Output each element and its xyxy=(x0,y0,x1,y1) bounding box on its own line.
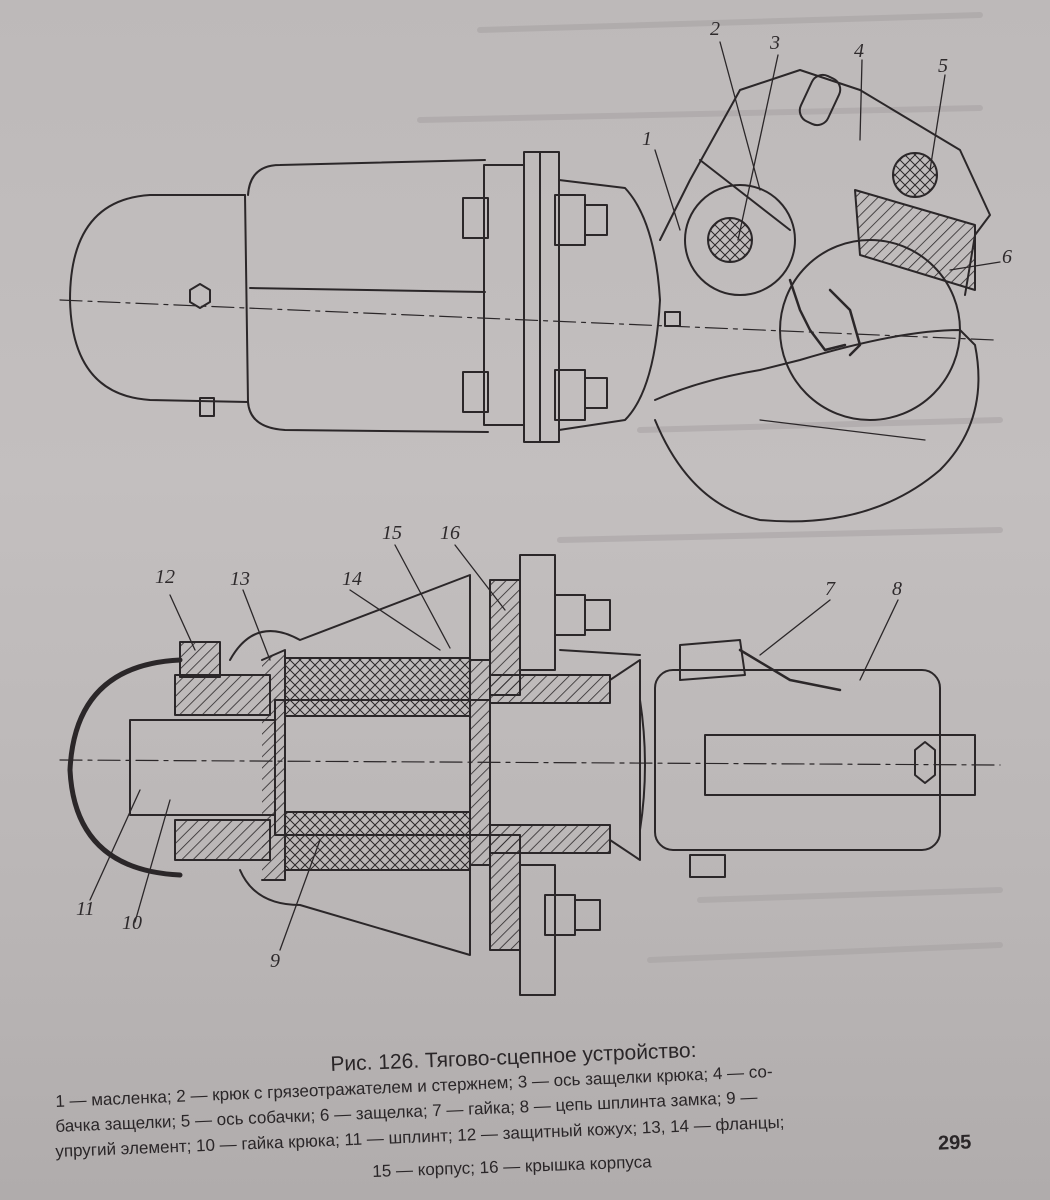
callout-12: 12 xyxy=(155,566,175,588)
callout-2: 2 xyxy=(710,18,720,40)
callout-4: 4 xyxy=(854,40,864,62)
callout-5: 5 xyxy=(938,55,948,77)
callout-1: 1 xyxy=(642,128,652,150)
callout-6: 6 xyxy=(1002,246,1012,268)
top-view xyxy=(59,69,996,523)
legend-line-4: 15 — корпус; 16 — крышка корпуса xyxy=(372,1152,652,1181)
callout-10: 10 xyxy=(122,912,142,934)
callout-11: 11 xyxy=(76,898,95,920)
callout-7: 7 xyxy=(825,578,835,600)
callout-16: 16 xyxy=(440,522,460,544)
technical-drawing xyxy=(59,12,1003,996)
callout-14: 14 xyxy=(342,568,362,590)
section-view xyxy=(59,554,1001,996)
callout-8: 8 xyxy=(892,578,902,600)
page-number: 295 xyxy=(937,1131,972,1155)
callout-9: 9 xyxy=(270,950,280,972)
callout-13: 13 xyxy=(230,568,250,590)
callout-3: 3 xyxy=(770,32,780,54)
callout-15: 15 xyxy=(382,522,402,544)
